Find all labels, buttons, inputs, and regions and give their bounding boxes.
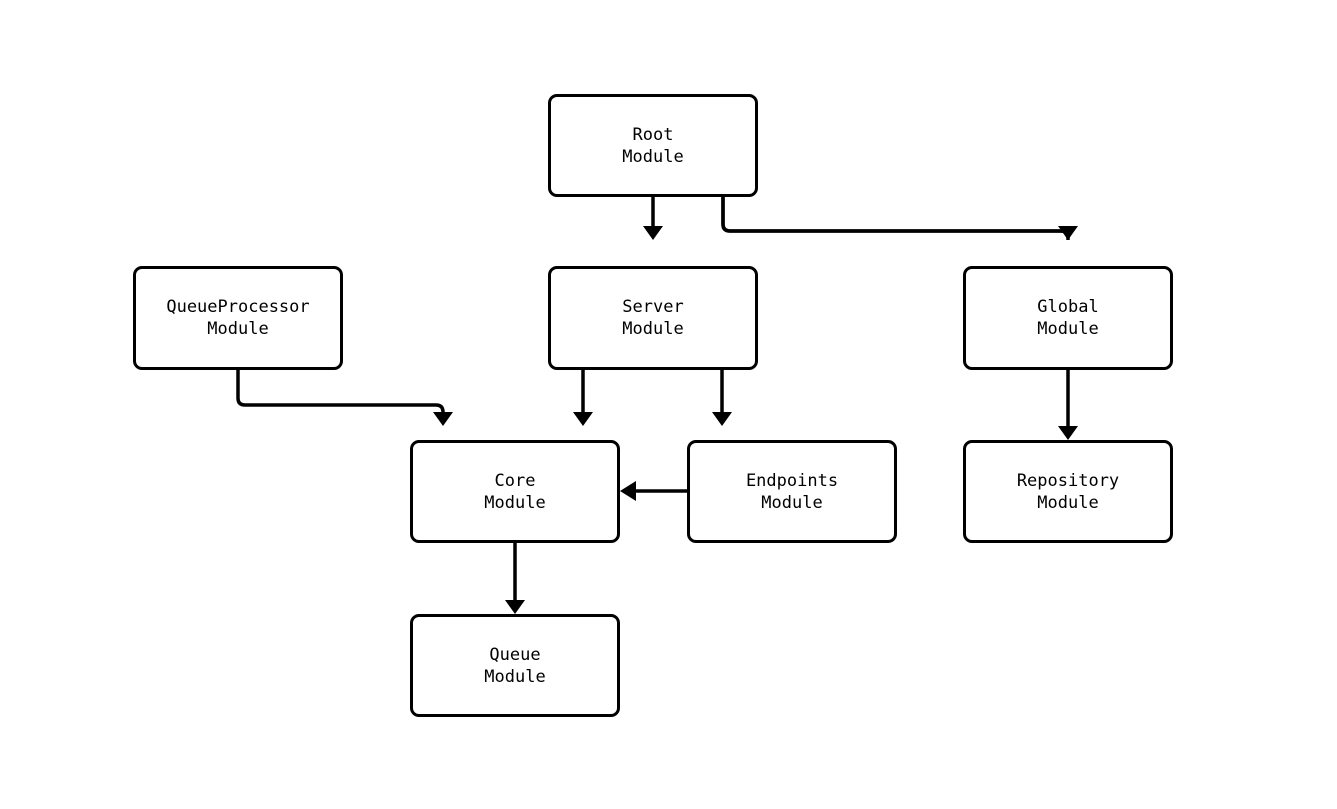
edge-global-to-repository (1058, 370, 1078, 440)
node-label-line2: Module (207, 319, 269, 339)
edge-core-to-queue (505, 543, 525, 614)
node-queueprocessor-module[interactable]: QueueProcessor Module (133, 266, 343, 370)
node-label-line2: Module (761, 492, 823, 513)
node-label-line1: Root (632, 124, 674, 145)
edge-root-to-global (721, 197, 1078, 240)
edge-root-to-server (643, 197, 663, 240)
node-label-line1: QueueProcessor (166, 297, 310, 317)
node-label-line2: Module (622, 146, 684, 167)
node-label-line2: Module (1037, 319, 1099, 339)
node-label-line1: Global (1037, 297, 1099, 317)
node-label-line1: Server (622, 297, 684, 317)
edge-queueprocessor-to-core (236, 370, 453, 426)
node-label-line1: Endpoints (745, 470, 839, 491)
node-label-line1: Repository (1016, 470, 1120, 491)
node-repository-module[interactable]: Repository Module (963, 440, 1173, 543)
node-global-module[interactable]: Global Module (963, 266, 1173, 370)
edge-endpoints-to-core (620, 481, 687, 501)
node-label-line1: Core (494, 470, 536, 491)
node-queue-module[interactable]: Queue Module (410, 614, 620, 717)
node-label-line2: Module (622, 319, 684, 339)
node-core-module[interactable]: Core Module (410, 440, 620, 543)
node-root-module[interactable]: Root Module (548, 94, 758, 197)
edge-server-to-endpoints (712, 370, 732, 426)
node-server-module[interactable]: Server Module (548, 266, 758, 370)
edge-server-to-core (573, 370, 593, 426)
node-label-line2: Module (1037, 492, 1099, 513)
node-label-line2: Module (484, 492, 546, 513)
node-label-line2: Module (484, 666, 546, 687)
node-label-line1: Queue (489, 644, 541, 665)
node-endpoints-module[interactable]: Endpoints Module (687, 440, 897, 543)
